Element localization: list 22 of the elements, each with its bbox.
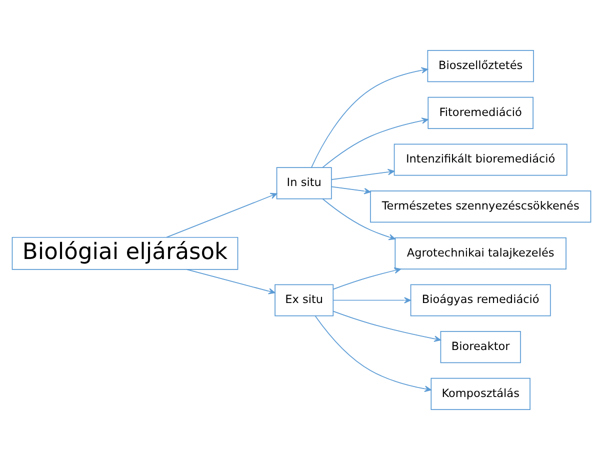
arrow: [331, 168, 395, 180]
node-box: In situ: [276, 166, 332, 199]
arrow: [166, 192, 278, 238]
node-box: Intenzifikált bioremediáció: [394, 143, 568, 176]
arrow: [332, 310, 441, 342]
node-box: Biológiai eljárások: [12, 236, 238, 270]
arrow: [322, 198, 396, 240]
arrow: [186, 268, 276, 294]
node-box: Bioszellőztetés: [427, 50, 534, 82]
arrow: [322, 117, 428, 168]
node-box: Természetes szennyezéscsökkenés: [370, 190, 592, 222]
node-box: Komposztálás: [430, 377, 530, 410]
arrow: [311, 66, 428, 168]
node-box: Bioágyas remediáció: [410, 284, 551, 316]
arrow: [332, 266, 402, 290]
node-box: Bioreaktor: [440, 330, 521, 363]
node-box: Agrotechnikai talajkezelés: [394, 236, 566, 269]
arrow: [314, 315, 432, 392]
arrow: [333, 296, 411, 303]
arrow: [331, 186, 371, 194]
node-box: Fitoremediáció: [428, 96, 534, 128]
node-box: Ex situ: [274, 284, 334, 316]
